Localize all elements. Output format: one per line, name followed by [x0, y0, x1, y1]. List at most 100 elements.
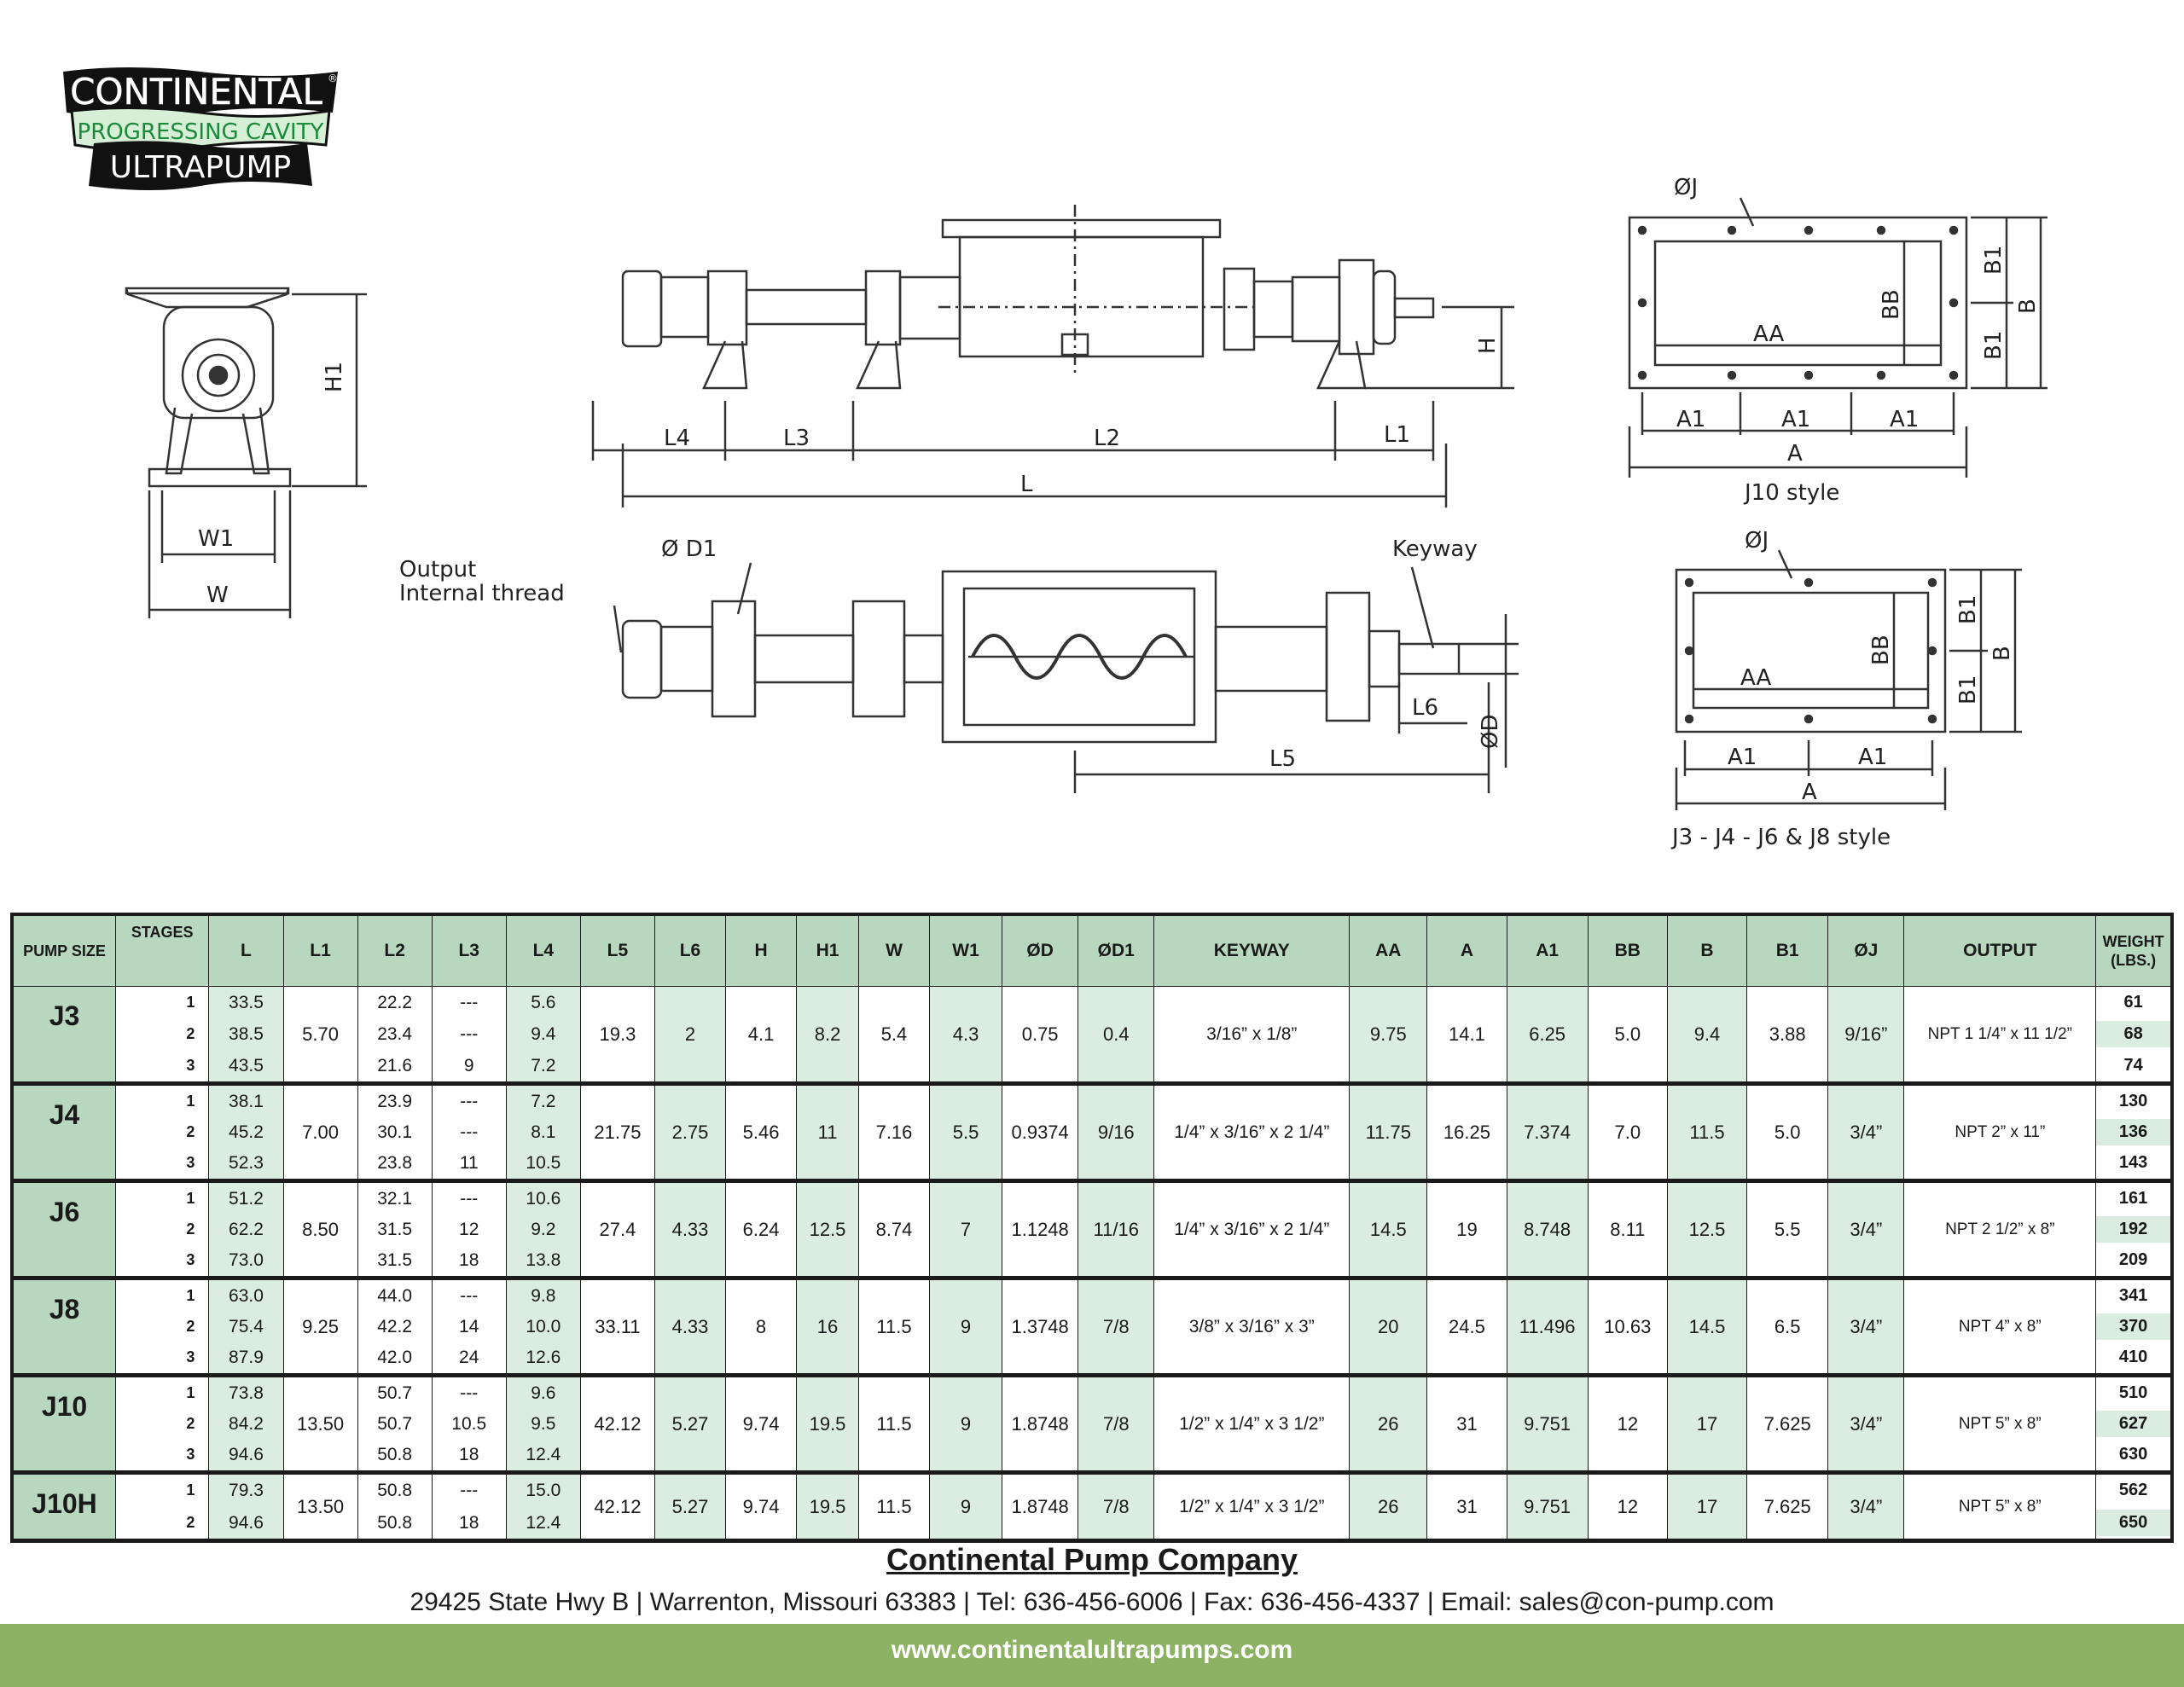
- weight-cell-value: 627: [2096, 1410, 2170, 1437]
- weight-cell-value: 370: [2096, 1313, 2170, 1340]
- col-l: L: [208, 913, 284, 987]
- stages-cell-value: 2: [186, 1025, 195, 1042]
- b-cell: 12.5: [1666, 1180, 1748, 1280]
- l-cell-value: 94.6: [229, 1512, 264, 1533]
- l2-cell-value: 32.1: [377, 1188, 413, 1209]
- l2-cell-value: 23.8: [377, 1153, 413, 1174]
- weight-cell-value: 74: [2123, 1056, 2143, 1075]
- company-contact-line: 29425 State Hwy B | Warrenton, Missouri …: [410, 1588, 1774, 1616]
- stages-cell-value: 2: [186, 1122, 195, 1140]
- a-cell: 31: [1426, 1472, 1507, 1543]
- l1-cell: 13.50: [282, 1472, 358, 1543]
- od-cell: 0.75: [1002, 986, 1079, 1086]
- j10-b-label: B: [2015, 299, 2041, 314]
- od1-cell: 7/8: [1077, 1278, 1155, 1377]
- l3-cell-value: ---: [460, 1024, 479, 1044]
- l1-cell: 7.00: [282, 1083, 358, 1183]
- dim-d-label: ØD: [1478, 715, 1503, 750]
- output-cell: NPT 2 1/2” x 8”: [1903, 1180, 2097, 1280]
- stages-cell-value: 2: [186, 1220, 195, 1238]
- j3-b1-label-upper: B1: [1955, 595, 1981, 624]
- aa-cell: 26: [1349, 1375, 1428, 1475]
- l3-cell-stack: ------9: [433, 988, 505, 1080]
- j3-j8-flange-drawing: [1675, 549, 2022, 810]
- l6-cell: 5.27: [653, 1375, 727, 1475]
- l2-cell-value: 30.1: [377, 1122, 413, 1142]
- l4-cell-value: 12.6: [526, 1348, 561, 1368]
- l4-cell-value: 9.2: [531, 1219, 556, 1239]
- l3-cell-value: 11: [459, 1153, 479, 1174]
- l3-cell-value: 18: [459, 1250, 479, 1271]
- stages-cell-value: 1: [186, 1189, 195, 1207]
- dim-w1-label: W1: [198, 526, 234, 552]
- a1-cell: 9.751: [1506, 1375, 1589, 1475]
- aa-cell: 20: [1349, 1278, 1428, 1377]
- output-cell: NPT 5” x 8”: [1903, 1375, 2097, 1475]
- l3-cell: ------11: [431, 1083, 507, 1183]
- col-od: ØD: [1002, 913, 1079, 987]
- l-cell-value: 52.3: [229, 1153, 264, 1174]
- j10-a1-label-3: A1: [1890, 407, 1919, 432]
- svg-text:PROGRESSING CAVITY: PROGRESSING CAVITY: [78, 119, 324, 145]
- pump-plan-view: [613, 562, 1519, 793]
- l2-cell-value: 50.8: [377, 1445, 413, 1465]
- a1-cell: 7.374: [1506, 1083, 1589, 1183]
- h-cell: 5.46: [725, 1083, 798, 1183]
- l4-cell-value: 9.5: [531, 1413, 556, 1434]
- l-cell-value: 75.4: [229, 1316, 264, 1336]
- l4-cell-value: 9.6: [531, 1383, 556, 1403]
- stages-cell-value: 1: [186, 1092, 195, 1110]
- dim-l3-label: L3: [783, 426, 810, 451]
- l2-cell-value: 31.5: [377, 1219, 413, 1239]
- l-cell-value: 73.0: [229, 1250, 264, 1271]
- l4-cell-value: 13.8: [526, 1250, 561, 1271]
- l4-cell-value: 10.5: [526, 1153, 561, 1174]
- b1-cell: 7.625: [1746, 1472, 1829, 1543]
- l6-cell: 2.75: [653, 1083, 727, 1183]
- l5-cell: 19.3: [579, 986, 655, 1086]
- l2-cell-stack: 23.9 30.1 23.8: [358, 1086, 431, 1177]
- bb-cell: 5.0: [1587, 986, 1668, 1086]
- l-cell-value: 62.2: [229, 1219, 264, 1239]
- website-link[interactable]: www.continentalultrapumps.com: [891, 1636, 1293, 1664]
- internal-thread-label: Internal thread: [399, 581, 565, 606]
- l3-cell-value: ---: [460, 1091, 479, 1111]
- a1-cell: 8.748: [1506, 1180, 1589, 1280]
- od-cell: 1.1248: [1002, 1180, 1079, 1280]
- l4-cell-value: 9.8: [531, 1285, 556, 1306]
- oj-cell: 9/16”: [1827, 986, 1905, 1086]
- od1-cell: 9/16: [1077, 1083, 1155, 1183]
- l2-cell-value: 23.9: [377, 1091, 413, 1111]
- w1-cell: 9: [929, 1375, 1003, 1475]
- pump-size-cell: J4: [11, 1083, 117, 1183]
- l4-cell-value: 9.4: [531, 1024, 556, 1044]
- col-l5: L5: [579, 913, 655, 987]
- l5-cell: 42.12: [579, 1472, 655, 1543]
- pump-size-cell: J10: [11, 1375, 117, 1475]
- col-l1: L1: [282, 913, 358, 987]
- l2-cell-value: 44.0: [377, 1285, 413, 1306]
- l4-cell-value: 8.1: [531, 1122, 556, 1142]
- l6-cell: 4.33: [653, 1278, 727, 1377]
- l3-cell-value: 14: [459, 1316, 479, 1336]
- output-cell: NPT 2” x 11”: [1903, 1083, 2097, 1183]
- keyway-cell: 1/2” x 1/4” x 3 1/2”: [1153, 1472, 1350, 1543]
- output-label: Output: [399, 557, 476, 583]
